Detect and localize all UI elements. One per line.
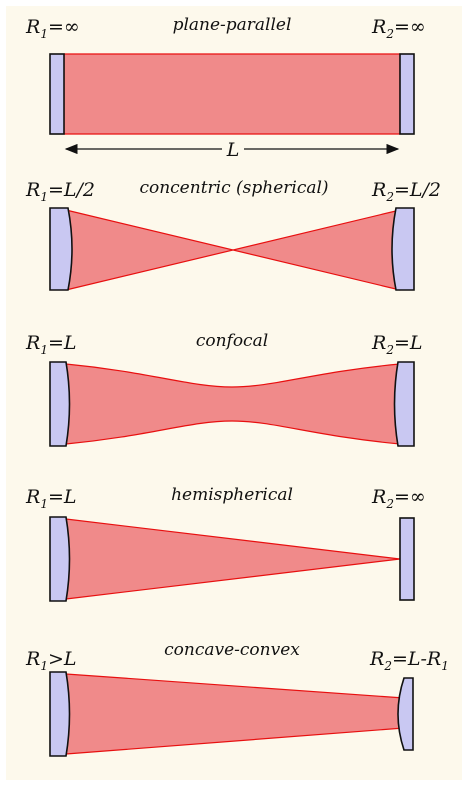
right-mirror: [397, 677, 414, 751]
panel-5-right-label: R2=L-R1: [369, 648, 449, 673]
panel-1-left-label: R1=∞: [25, 16, 80, 41]
right-mirror: [399, 53, 415, 135]
panel-2-title: concentric (spherical): [139, 178, 328, 198]
panel-2-left-label: R1=L/2: [25, 179, 95, 204]
panel-3-right-label: R2=L: [371, 332, 423, 357]
panel-1-right-label: R2=∞: [371, 16, 426, 41]
panel-3-title: confocal: [196, 331, 268, 351]
left-mirror: [49, 671, 71, 757]
panel-3-left-label: R1=L: [25, 332, 77, 357]
panel-plane-parallel: R1=∞ plane-parallel R2=∞ L: [25, 15, 426, 161]
panel-confocal: R1=L confocal R2=L: [25, 331, 423, 447]
left-mirror: [49, 53, 65, 135]
length-label: L: [226, 139, 240, 161]
panel-4-title: hemispherical: [171, 485, 293, 505]
panel-hemispherical: R1=L hemispherical R2=∞: [25, 485, 426, 602]
beam: [63, 53, 401, 135]
panel-4-left-label: R1=L: [25, 486, 77, 511]
panel-concave-convex: R1>L concave-convex R2=L-R1: [25, 640, 449, 757]
panel-concentric: R1=L/2 concentric (spherical) R2=L/2: [25, 178, 441, 291]
right-mirror: [393, 361, 415, 447]
panel-5-title: concave-convex: [164, 640, 300, 660]
panel-2-right-label: R2=L/2: [371, 179, 441, 204]
right-mirror: [391, 207, 415, 291]
left-mirror: [49, 516, 71, 602]
panel-1-title: plane-parallel: [173, 15, 292, 35]
panel-5-left-label: R1>L: [25, 648, 77, 673]
panel-4-right-label: R2=∞: [371, 486, 426, 511]
left-mirror: [49, 361, 71, 447]
right-mirror: [399, 517, 415, 601]
left-mirror: [49, 207, 73, 291]
